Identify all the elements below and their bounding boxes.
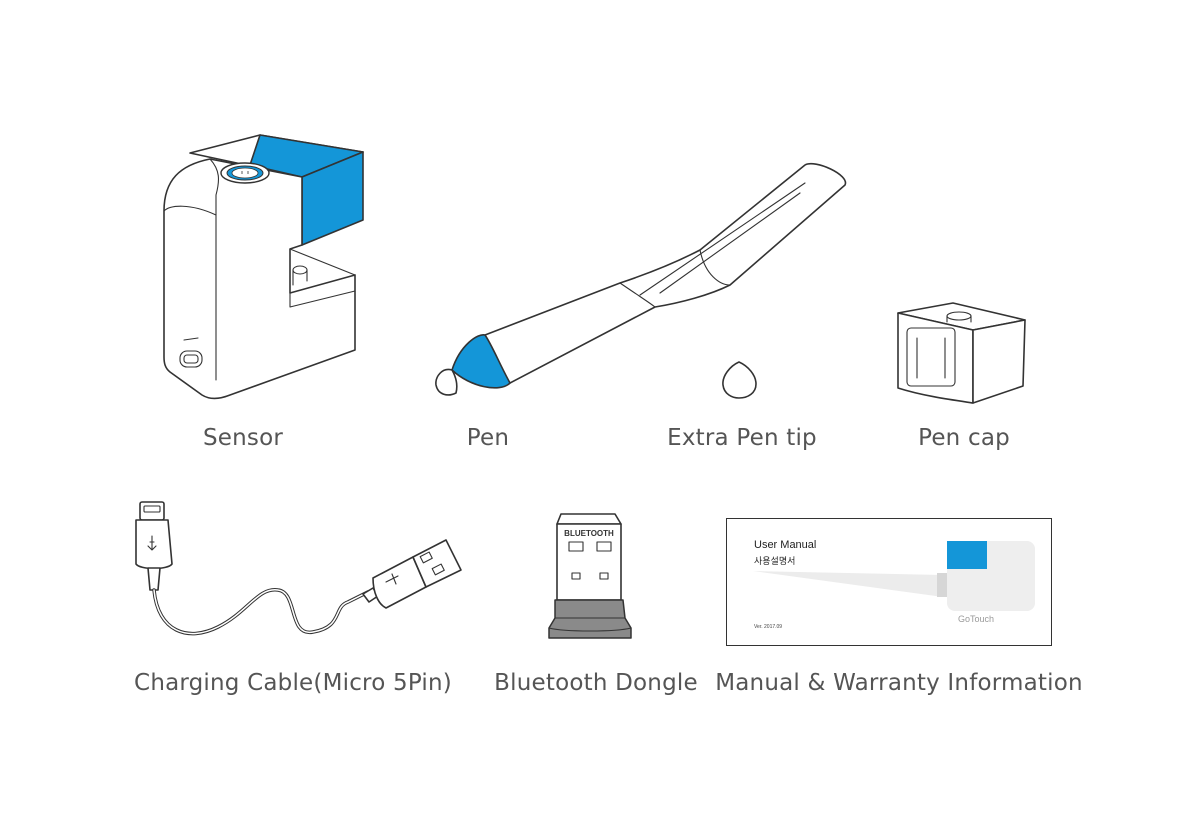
extra-pen-tip-illustration — [722, 361, 757, 399]
charging-cable-illustration — [135, 501, 462, 636]
extra-pen-tip-label: Extra Pen tip — [667, 425, 817, 451]
manual-brand-logo: GoTouch — [958, 614, 995, 624]
bluetooth-dongle-illustration: BLUETOOTH — [548, 513, 632, 639]
pen-illustration — [435, 162, 846, 396]
manual-subtitle: 사용설명서 — [754, 556, 796, 566]
manual-version: Ver. 2017.09 — [754, 624, 783, 630]
manual-label: Manual & Warranty Information — [715, 670, 1083, 696]
pen-label: Pen — [466, 425, 510, 451]
sensor-label: Sensor — [202, 425, 284, 451]
manual-title: User Manual — [754, 539, 817, 551]
pen-cap-illustration — [897, 302, 1026, 404]
bluetooth-device-text: BLUETOOTH — [564, 529, 614, 538]
pen-cap-label: Pen cap — [918, 425, 1010, 451]
manual-pen-graphic — [753, 541, 1035, 611]
sensor-illustration — [163, 134, 364, 400]
manual-cover: User Manual 사용설명서 Ver. 2017.09 GoTouch — [726, 518, 1052, 646]
bluetooth-dongle-label: Bluetooth Dongle — [494, 670, 698, 696]
charging-cable-label: Charging Cable(Micro 5Pin) — [134, 670, 452, 696]
